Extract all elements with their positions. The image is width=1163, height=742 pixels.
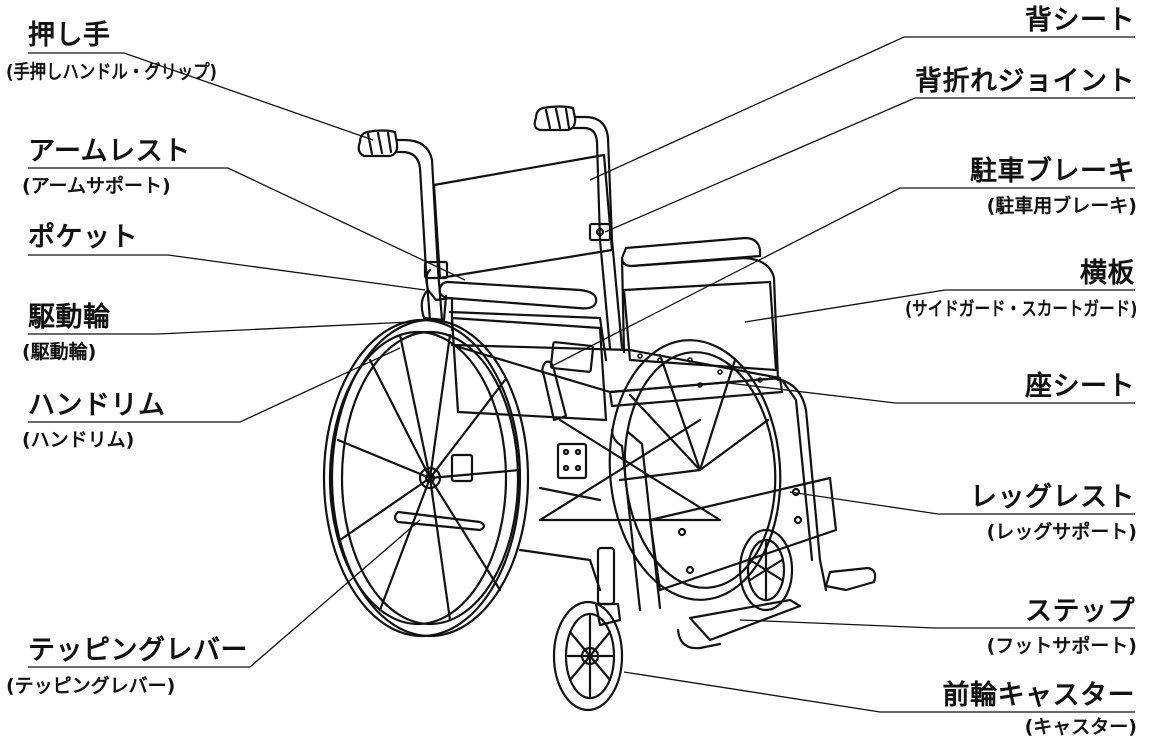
back-frame xyxy=(357,105,624,350)
near-caster xyxy=(552,546,624,712)
label-tipping: テッピングレバー xyxy=(28,635,248,666)
label-legrest: レッグレスト xyxy=(970,482,1135,513)
label-oshite: 押し手 xyxy=(28,20,111,51)
label-step-sub: (フットサポート) xyxy=(986,635,1137,657)
wheelchair-illustration xyxy=(322,105,877,712)
leader-armrest xyxy=(28,167,466,281)
leader-seboard xyxy=(589,36,1135,181)
label-tipping-sub: (テッピングレバー) xyxy=(6,675,176,697)
grip-right xyxy=(533,105,577,132)
back-seat-sheet xyxy=(432,153,614,280)
label-brake-sub: (駐車用ブレーキ) xyxy=(986,195,1137,217)
parking-brake xyxy=(541,360,568,422)
tipping-lever xyxy=(393,510,486,532)
leader-brake xyxy=(551,187,1135,367)
label-pocket: ポケット xyxy=(28,222,138,253)
far-drive-wheel xyxy=(608,339,782,601)
leader-step xyxy=(739,619,1135,629)
leader-zaseat xyxy=(719,381,1135,404)
leader-yokoita xyxy=(744,289,1135,323)
label-step: ステップ xyxy=(1025,596,1135,627)
label-armrest-sub: (アームサポート) xyxy=(22,175,171,197)
label-handrim-sub: (ハンドリム) xyxy=(22,429,135,451)
label-handrim: ハンドリム xyxy=(28,390,166,421)
leader-lines xyxy=(28,36,1135,713)
leader-tipping xyxy=(28,519,421,668)
leader-pocket xyxy=(28,254,426,291)
label-zaseat: 座シート xyxy=(1025,371,1135,402)
label-joint: 背折れジョイント xyxy=(915,66,1135,97)
near-drive-wheel xyxy=(322,318,530,638)
label-legrest-sub: (レッグサポート) xyxy=(986,521,1137,543)
leader-caster xyxy=(623,671,1135,713)
label-seboard: 背シート xyxy=(1025,5,1135,36)
label-yokoita: 横板 xyxy=(1080,258,1135,289)
leader-handrim xyxy=(28,347,401,423)
far-caster xyxy=(738,528,794,612)
label-brake: 駐車ブレーキ xyxy=(970,156,1135,187)
label-caster-sub: (キャスター) xyxy=(1024,716,1137,738)
label-kudourin-sub: (駆動輪) xyxy=(22,341,97,363)
label-kudourin: 駆動輪 xyxy=(28,302,111,333)
label-armrest: アームレスト xyxy=(28,136,191,167)
leader-oshite xyxy=(28,52,374,141)
pocket xyxy=(420,288,448,322)
footplate xyxy=(688,598,802,642)
leg-rest xyxy=(648,476,838,592)
near-armrest xyxy=(438,280,598,310)
label-yokoita-sub: (サイドガード・スカートガード) xyxy=(904,298,1137,320)
leader-kudourin xyxy=(28,321,411,335)
side-guard xyxy=(622,280,778,372)
fold-joint xyxy=(588,222,612,242)
leader-joint xyxy=(604,97,1135,233)
label-oshite-sub: (手押しハンドル・グリップ) xyxy=(6,61,218,83)
label-caster: 前輪キャスター xyxy=(942,680,1135,711)
leader-legrest xyxy=(789,491,1135,515)
